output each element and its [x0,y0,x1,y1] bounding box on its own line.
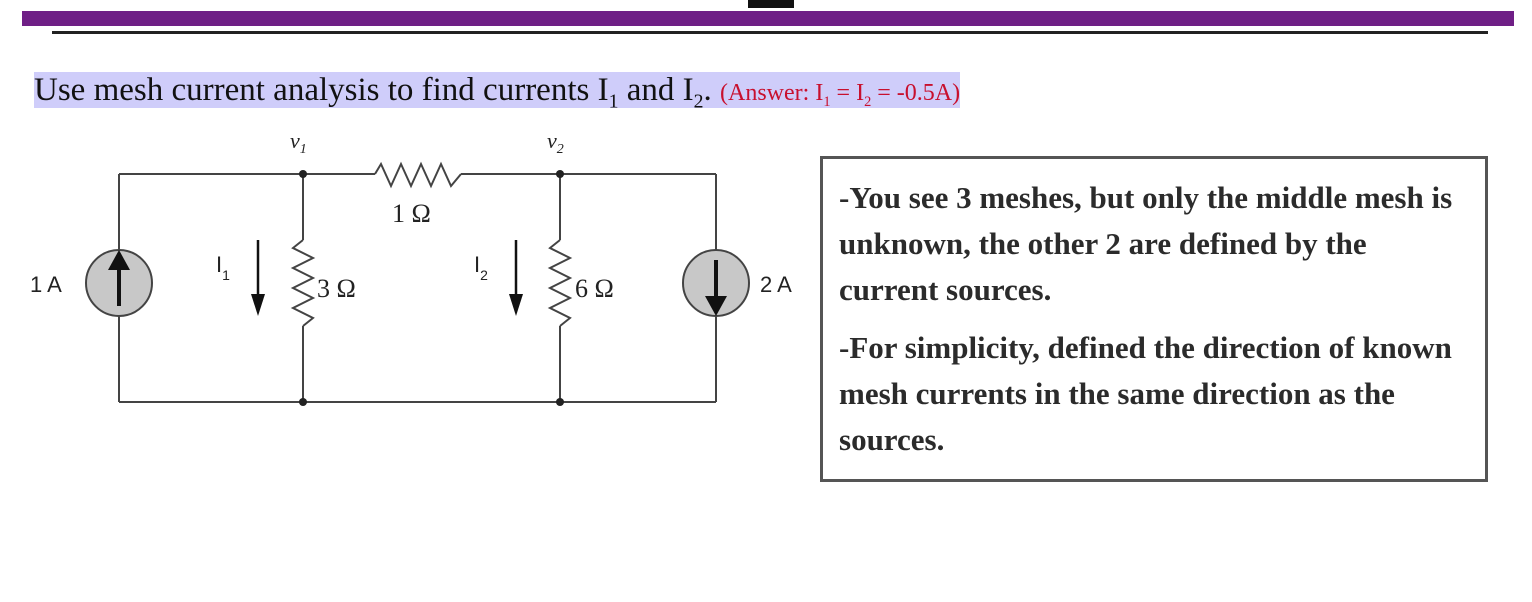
src-right-label: 2 A [760,272,792,297]
node-v1-label: v1 [290,130,307,157]
r-left-label: 3 Ω [317,274,356,303]
arrow-up-icon [108,250,130,270]
i2-arrow [509,240,523,316]
clipped-title-fragment [748,0,794,8]
title-underline [52,31,1488,34]
node-dot [556,170,564,178]
arrow-down-icon [251,294,265,316]
arrow-down-icon [705,296,727,316]
explanation-box: -You see 3 meshes, but only the middle m… [820,156,1488,482]
i1-arrow [251,240,265,316]
i1-label: I1 [216,252,230,283]
node-dot [556,398,564,406]
answer-text: (Answer: I1 = I2 = -0.5A) [720,80,961,110]
note-paragraph: -For simplicity, defined the direction o… [839,330,1452,457]
problem-text: Use mesh current analysis to find curren… [34,72,961,113]
current-source-right [682,249,750,317]
node-v2-label: v2 [547,130,564,157]
i2-label: I2 [474,252,488,283]
note-paragraph: -You see 3 meshes, but only the middle m… [839,180,1453,307]
node-dot [299,398,307,406]
arrow-down-icon [509,294,523,316]
r-series-label: 1 Ω [392,199,431,228]
resistor-3ohm [290,239,316,327]
r-right-label: 6 Ω [575,274,614,303]
title-banner-bar [22,11,1514,26]
problem-statement: Use mesh current analysis to find curren… [34,66,961,114]
current-source-left [85,249,153,317]
circuit-diagram: v1 v2 1 Ω 3 Ω 6 Ω 1 A 2 A I1 I2 [30,130,792,406]
resistor-6ohm [547,239,573,327]
node-dot [299,170,307,178]
src-left-label: 1 A [30,272,62,297]
resistor-1ohm [374,161,462,189]
